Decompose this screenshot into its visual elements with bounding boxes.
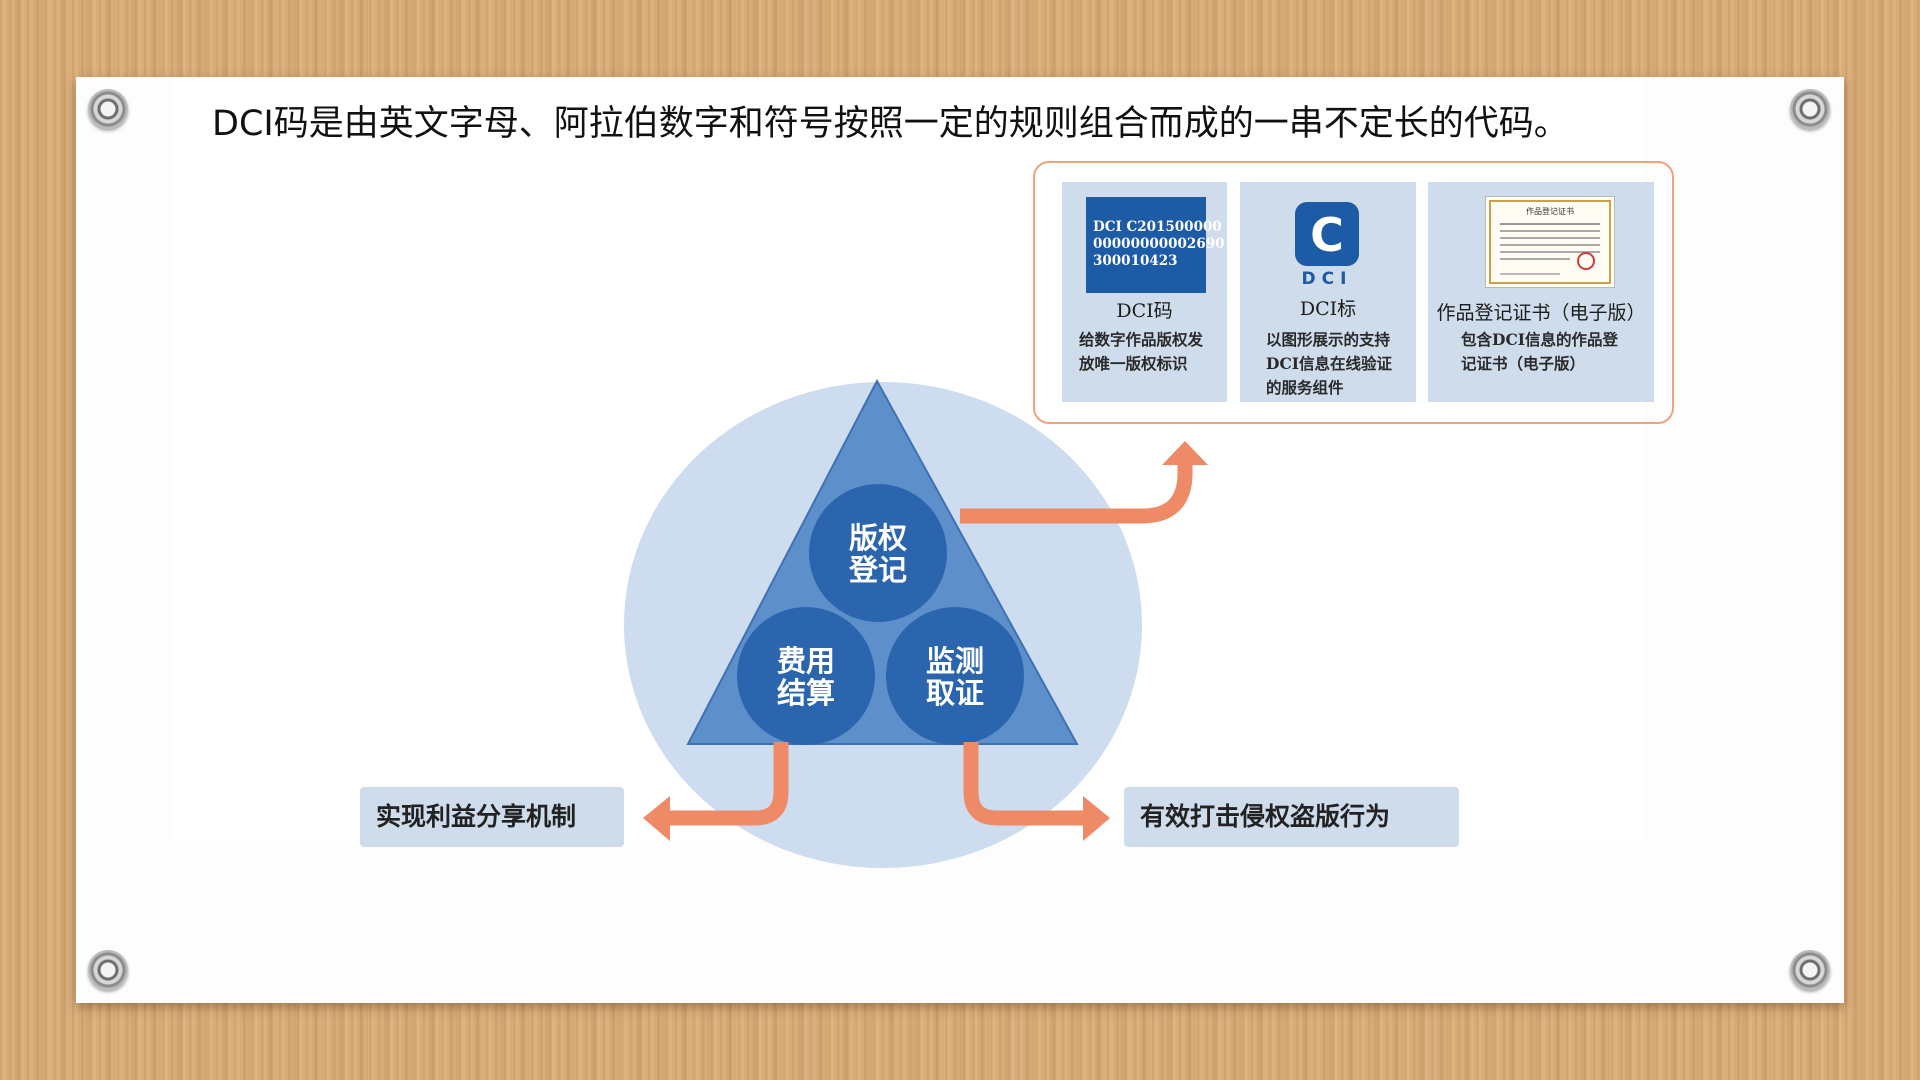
card-certificate: 作品登记证书 作品登记证书（电子版） 包含DCI信息的作品登 记证书（电子版）: [1428, 182, 1654, 402]
card-dci-code: DCI C201500000 00000000002690 300010423 …: [1062, 182, 1227, 402]
rivet-top-right-icon: [1790, 89, 1830, 129]
card-certificate-desc: 包含DCI信息的作品登 记证书（电子版）: [1461, 328, 1618, 376]
node-monitoring-circle: [886, 607, 1024, 745]
card-dci-code-desc-line-1: 给数字作品版权发: [1079, 330, 1204, 349]
node-settlement-label: 费用 结算: [741, 645, 871, 709]
outcome-right-text: 有效打击侵权盗版行为: [1140, 802, 1391, 831]
card-certificate-title: 作品登记证书（电子版）: [1436, 302, 1646, 324]
card-dci-mark-title: DCI标: [1299, 298, 1357, 320]
card-certificate-desc-line-2: 记证书（电子版）: [1461, 354, 1586, 373]
dci-logo-icon: C DCI: [1295, 202, 1359, 286]
rivet-bottom-left-icon: [88, 950, 128, 990]
node-settlement-circle: [737, 607, 875, 745]
outcome-left-box: 实现利益分享机制: [360, 787, 624, 847]
dci-logo-letter: C: [1310, 208, 1344, 262]
dci-code-line-1: DCI C201500000: [1093, 219, 1222, 235]
dci-code-sample: DCI C201500000 00000000002690 300010423: [1086, 197, 1225, 293]
node-monitoring-line-1: 监测: [925, 644, 984, 678]
dci-code-line-3: 300010423: [1093, 253, 1178, 269]
info-cards-frame: [1033, 161, 1674, 424]
outcome-left-text: 实现利益分享机制: [376, 802, 577, 831]
outcome-right-box: 有效打击侵权盗版行为: [1124, 787, 1459, 847]
card-dci-mark: C DCI DCI标 以图形展示的支持 DCI信息在线验证 的服务组件: [1240, 182, 1416, 402]
node-registration-label: 版权 登记: [813, 522, 943, 586]
node-registration-circle: [809, 484, 947, 622]
card-dci-mark-desc-line-3: 的服务组件: [1266, 378, 1344, 397]
node-settlement-line-1: 费用: [776, 644, 835, 678]
card-dci-mark-desc-line-2: DCI信息在线验证: [1266, 354, 1393, 373]
arrow-to-right-outcome: [963, 742, 1085, 826]
rivet-top-left-icon: [88, 89, 128, 129]
arrow-to-cards: [960, 463, 1193, 524]
certificate-heading: 作品登记证书: [1526, 206, 1574, 216]
arrow-to-left-outcome-head: [643, 796, 670, 841]
slide-headline: DCI码是由英文字母、阿拉伯数字和符号按照一定的规则组合而成的一串不定长的代码。: [212, 104, 1569, 144]
card-dci-mark-desc-line-1: 以图形展示的支持: [1266, 330, 1391, 349]
node-registration-line-2: 登记: [848, 553, 907, 587]
node-monitoring-line-2: 取证: [925, 676, 984, 710]
arrow-to-left-outcome: [668, 742, 789, 826]
card-certificate-desc-line-1: 包含DCI信息的作品登: [1461, 330, 1619, 349]
card-dci-code-desc: 给数字作品版权发 放唯一版权标识: [1079, 328, 1203, 376]
arrow-to-cards-head: [1162, 441, 1208, 465]
arrow-to-right-outcome-head: [1083, 796, 1110, 841]
node-registration-line-1: 版权: [848, 521, 907, 555]
node-settlement-line-2: 结算: [776, 676, 835, 710]
dci-logo-text: DCI: [1302, 269, 1353, 286]
card-dci-mark-desc: 以图形展示的支持 DCI信息在线验证 的服务组件: [1266, 328, 1392, 400]
node-monitoring-label: 监测 取证: [890, 645, 1020, 709]
card-dci-code-title: DCI码: [1116, 300, 1173, 322]
rivet-bottom-right-icon: [1790, 950, 1830, 990]
certificate-thumbnail: 作品登记证书: [1489, 200, 1611, 284]
certificate-image: 作品登记证书: [1485, 196, 1615, 288]
dci-code-line-2: 00000000002690: [1093, 236, 1225, 252]
card-dci-code-desc-line-2: 放唯一版权标识: [1079, 354, 1188, 373]
